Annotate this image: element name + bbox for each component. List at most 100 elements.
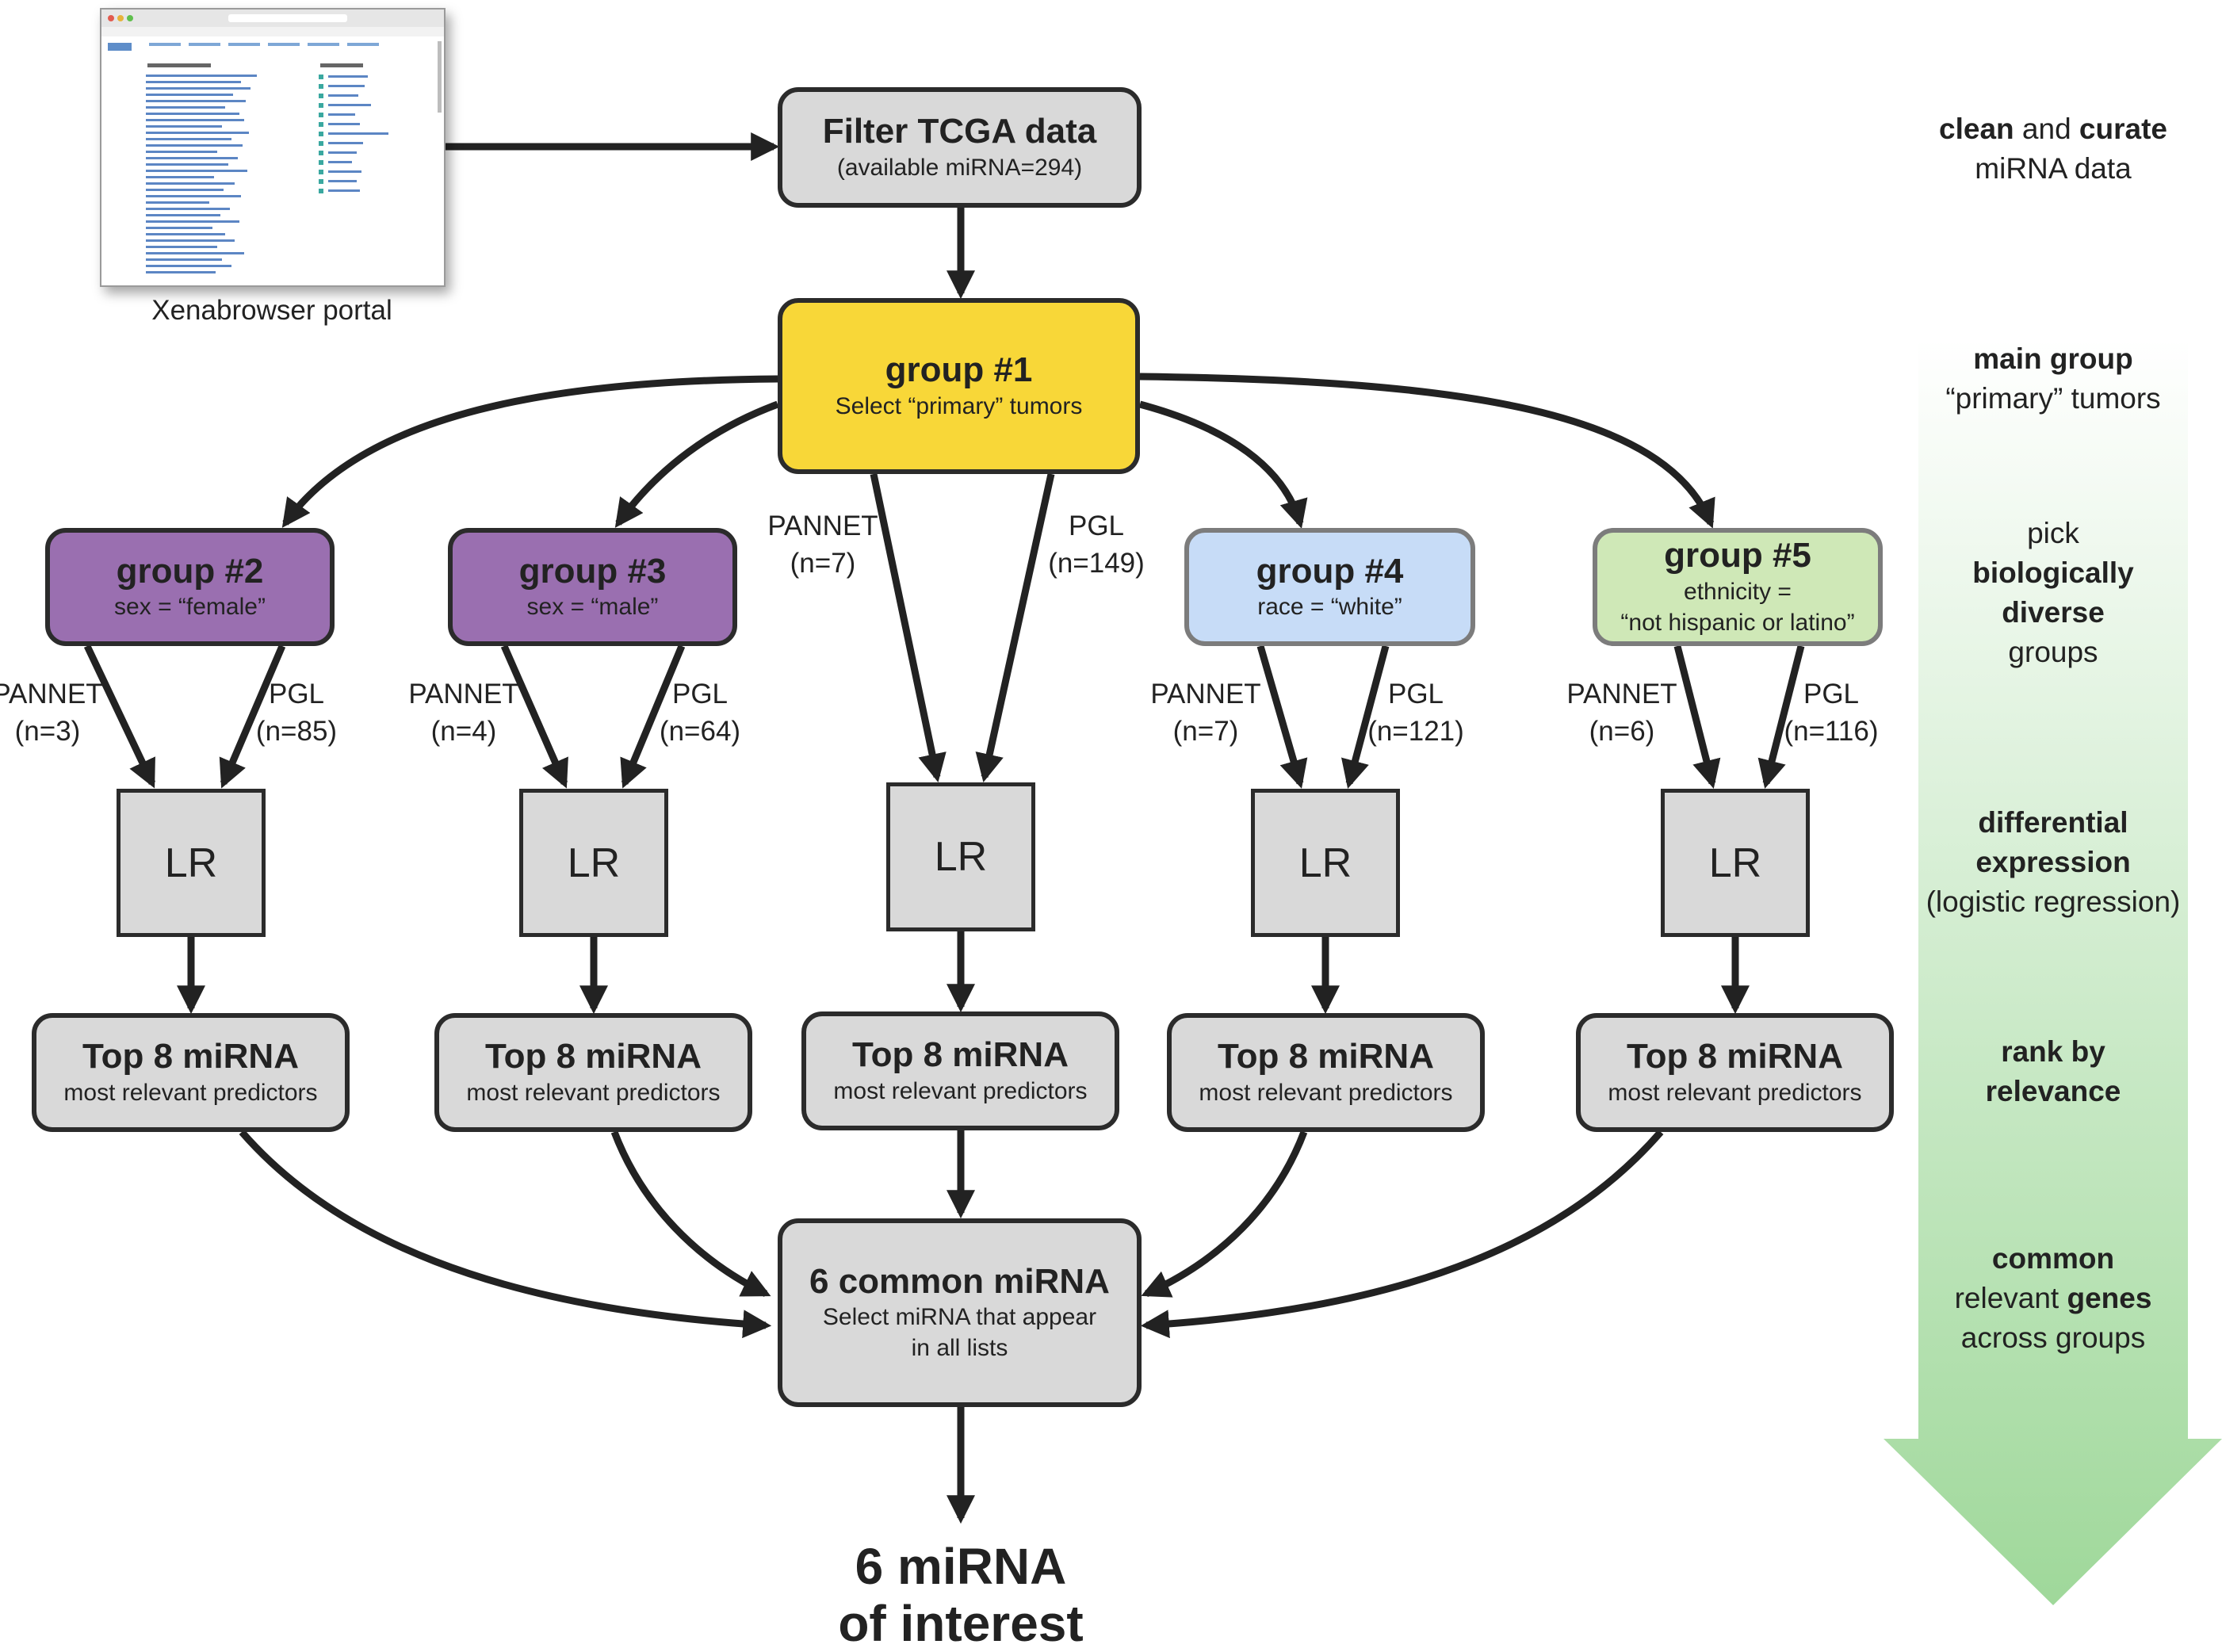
group5-pannet-count: (n=6) bbox=[1589, 716, 1655, 748]
group1-pgl-label: PGL (n=149) bbox=[1048, 507, 1145, 583]
group2-title: group #2 bbox=[116, 551, 264, 591]
group2-node: group #2 sex = “female” bbox=[45, 528, 335, 646]
lr-box-1: LR bbox=[117, 789, 266, 937]
group4-pgl-count: (n=121) bbox=[1367, 716, 1464, 748]
stage-pick-groups: pick biologically diverse groups bbox=[1972, 514, 2134, 672]
group1-pannet-text: PANNET bbox=[767, 511, 878, 541]
group1-pgl-text: PGL bbox=[1068, 511, 1125, 541]
group3-pgl-text: PGL bbox=[671, 679, 729, 709]
top8-title-1: Top 8 miRNA bbox=[82, 1037, 299, 1076]
group4-pgl-label: PGL (n=121) bbox=[1367, 675, 1464, 751]
stage6-line1: common bbox=[1991, 1242, 2115, 1275]
arrow-group4-pgl-to-lr4 bbox=[1341, 644, 1390, 789]
top8-title-3: Top 8 miRNA bbox=[852, 1035, 1069, 1075]
top8-subtitle-3: most relevant predictors bbox=[833, 1077, 1088, 1104]
final-line1: 6 miRNA bbox=[855, 1538, 1067, 1595]
top8-title-5: Top 8 miRNA bbox=[1627, 1037, 1843, 1076]
arrow-group1-to-group4 bbox=[1138, 400, 1308, 529]
stage-common-genes: common relevant genes across groups bbox=[1955, 1239, 2152, 1358]
top8-node-2: Top 8 miRNA most relevant predictors bbox=[434, 1013, 752, 1132]
top8-title-4: Top 8 miRNA bbox=[1218, 1037, 1434, 1076]
group1-pannet-label: PANNET (n=7) bbox=[767, 507, 878, 583]
group5-pgl-text: PGL bbox=[1803, 679, 1860, 709]
group3-title: group #3 bbox=[518, 551, 667, 591]
common-title: 6 common miRNA bbox=[809, 1261, 1110, 1301]
arrow-group1-to-group3 bbox=[614, 400, 779, 528]
stage-differential-expression: differential expression (logistic regres… bbox=[1926, 803, 2181, 922]
final-line2: of interest bbox=[838, 1595, 1084, 1652]
group1-title: group #1 bbox=[885, 350, 1033, 390]
lr-box-2: LR bbox=[519, 789, 668, 937]
arrow-group2-pgl-to-lr1 bbox=[219, 644, 286, 789]
top8-subtitle-2: most relevant predictors bbox=[466, 1079, 721, 1106]
stage5-line2: relevance bbox=[1985, 1075, 2121, 1107]
group4-title: group #4 bbox=[1256, 551, 1404, 591]
top8-subtitle-1: most relevant predictors bbox=[63, 1079, 318, 1106]
group3-subtitle: sex = “male” bbox=[526, 594, 659, 621]
stage4-line2: expression bbox=[1975, 846, 2131, 878]
group5-pgl-count: (n=116) bbox=[1784, 716, 1879, 748]
stage3-line2: biologically bbox=[1972, 556, 2134, 589]
filter-title: Filter TCGA data bbox=[822, 112, 1097, 151]
group5-node: group #5 ethnicity = “not hispanic or la… bbox=[1593, 528, 1883, 646]
group3-pgl-label: PGL (n=64) bbox=[660, 675, 740, 751]
final-result: 6 miRNA of interest bbox=[838, 1538, 1083, 1652]
lr-box-3: LR bbox=[886, 782, 1035, 931]
stage-main-group: main group “primary” tumors bbox=[1945, 339, 2160, 419]
stage6-relevant: relevant bbox=[1954, 1282, 2067, 1314]
stage1-clean: clean bbox=[1939, 113, 2014, 145]
stage3-line3: diverse bbox=[2002, 596, 2105, 629]
group3-pannet-label: PANNET (n=4) bbox=[408, 675, 518, 751]
stage1-curate: curate bbox=[2079, 113, 2167, 145]
top8-node-1: Top 8 miRNA most relevant predictors bbox=[32, 1013, 350, 1132]
top8-node-3: Top 8 miRNA most relevant predictors bbox=[801, 1011, 1119, 1130]
group4-pannet-label: PANNET (n=7) bbox=[1150, 675, 1260, 751]
arrow-top8-4-to-common bbox=[1141, 1130, 1308, 1298]
stage3-line1: pick bbox=[2027, 517, 2079, 549]
lr-box-4: LR bbox=[1251, 789, 1400, 937]
group5-subtitle-line2: “not hispanic or latino” bbox=[1620, 609, 1855, 636]
top8-node-4: Top 8 miRNA most relevant predictors bbox=[1167, 1013, 1485, 1132]
group1-subtitle: Select “primary” tumors bbox=[835, 392, 1083, 419]
arrow-group5-pgl-to-lr5 bbox=[1757, 644, 1805, 789]
stage1-line1: clean and curate bbox=[1939, 109, 2167, 149]
group2-pgl-label: PGL (n=85) bbox=[256, 675, 337, 751]
group3-pannet-text: PANNET bbox=[408, 679, 519, 709]
stage1-line2: miRNA data bbox=[1975, 152, 2132, 185]
stage4-line3: (logistic regression) bbox=[1926, 885, 2181, 918]
group5-pannet-text: PANNET bbox=[1566, 679, 1677, 709]
stage-rank: rank by relevance bbox=[1986, 1032, 2121, 1111]
stage6-line2: relevant genes bbox=[1955, 1279, 2152, 1318]
arrow-group2-pannet-to-lr1 bbox=[83, 644, 156, 789]
group1-pannet-count: (n=7) bbox=[790, 548, 856, 579]
common-mirna-node: 6 common miRNA Select miRNA that appear … bbox=[778, 1218, 1142, 1407]
xenabrowser-screenshot bbox=[100, 8, 446, 287]
group2-pgl-count: (n=85) bbox=[255, 716, 338, 748]
group2-pgl-text: PGL bbox=[268, 679, 325, 709]
arrow-group1-pannet-to-lr3 bbox=[870, 473, 947, 783]
group4-pannet-text: PANNET bbox=[1150, 679, 1261, 709]
lr-box-5: LR bbox=[1661, 789, 1810, 937]
stage2-line1: main group bbox=[1973, 342, 2133, 375]
group2-subtitle: sex = “female” bbox=[114, 594, 266, 621]
stage1-and: and bbox=[2014, 113, 2079, 145]
group4-pannet-count: (n=7) bbox=[1172, 716, 1239, 748]
top8-node-5: Top 8 miRNA most relevant predictors bbox=[1576, 1013, 1894, 1132]
group1-pgl-count: (n=149) bbox=[1048, 548, 1145, 579]
group2-pannet-count: (n=3) bbox=[14, 716, 81, 748]
group3-pannet-count: (n=4) bbox=[430, 716, 497, 748]
arrow-top8-2-to-common bbox=[610, 1130, 771, 1298]
group3-pgl-count: (n=64) bbox=[659, 716, 741, 748]
group3-node: group #3 sex = “male” bbox=[448, 528, 737, 646]
common-subtitle-line1: Select miRNA that appear bbox=[822, 1304, 1097, 1331]
stage6-genes: genes bbox=[2067, 1282, 2152, 1314]
group5-subtitle-line1: ethnicity = bbox=[1684, 578, 1792, 605]
group4-subtitle: race = “white” bbox=[1257, 594, 1402, 621]
arrow-group3-pgl-to-lr2 bbox=[620, 644, 686, 789]
group1-node: group #1 Select “primary” tumors bbox=[778, 298, 1140, 474]
arrow-top8-5-to-common bbox=[1140, 1130, 1664, 1339]
group2-pannet-text: PANNET bbox=[0, 679, 103, 709]
group2-pannet-label: PANNET (n=3) bbox=[0, 675, 103, 751]
arrow-group1-to-group2 bbox=[281, 375, 778, 528]
